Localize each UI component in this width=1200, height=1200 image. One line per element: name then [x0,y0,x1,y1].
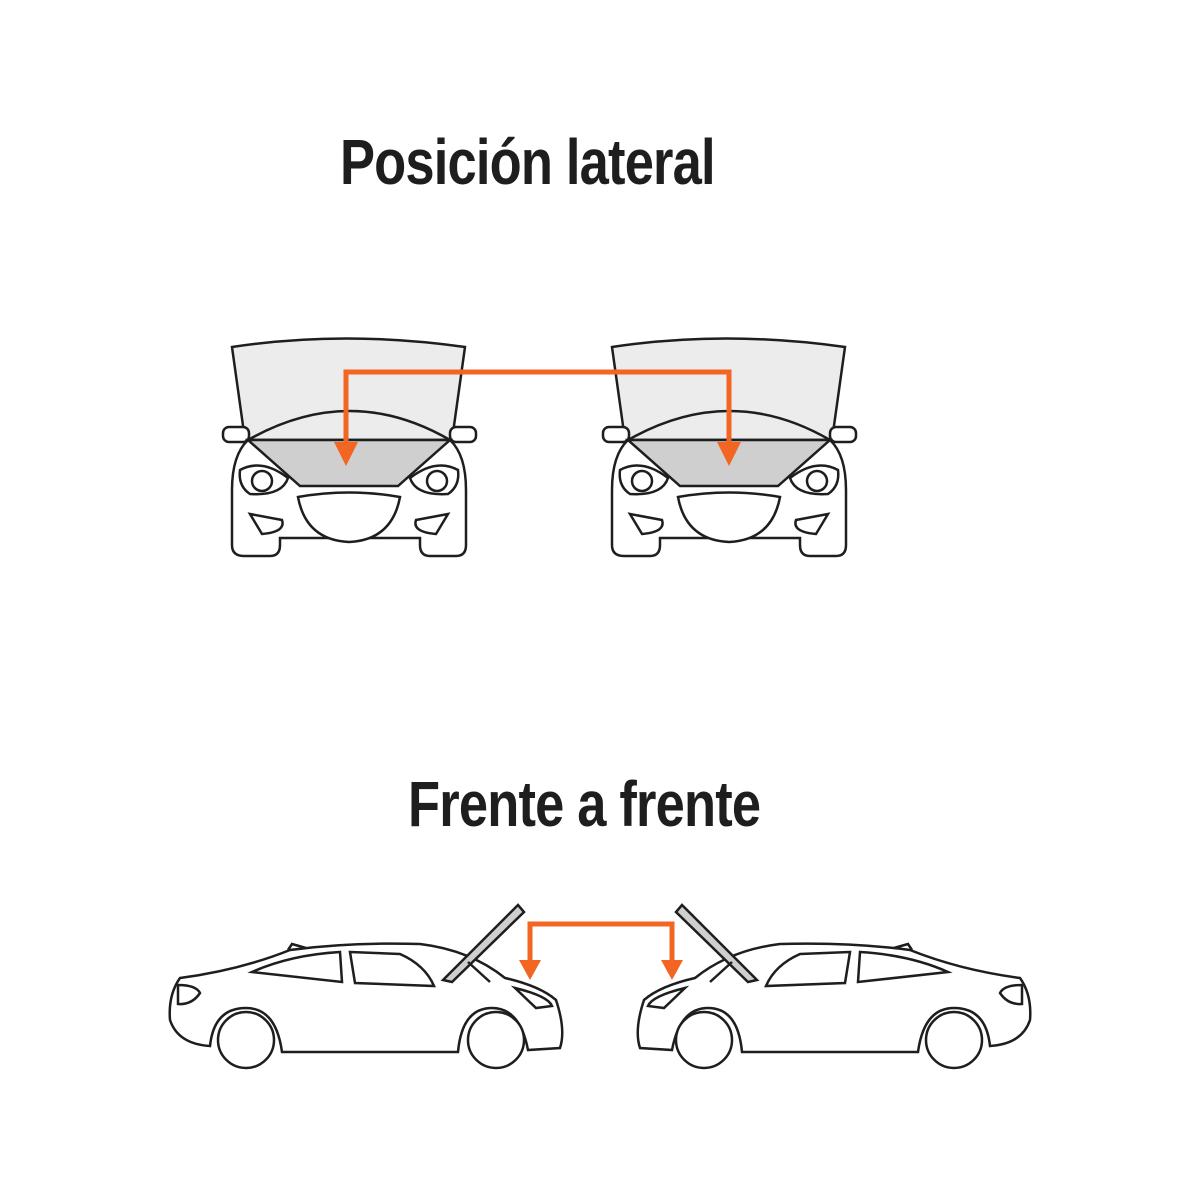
arrow-head-left [334,442,358,466]
connection-arrow-lateral [334,369,741,466]
section-title-face-to-face: Frente a frente [408,768,761,840]
car-side-view-left [168,903,564,1070]
arrow-head-right [661,960,683,980]
connection-arrow-face-to-face [519,921,683,980]
section-title-lateral: Posición lateral [340,126,716,198]
arrow-head-left [519,960,541,980]
car-side-view-right [636,903,1032,1070]
arrow-head-right [717,442,741,466]
